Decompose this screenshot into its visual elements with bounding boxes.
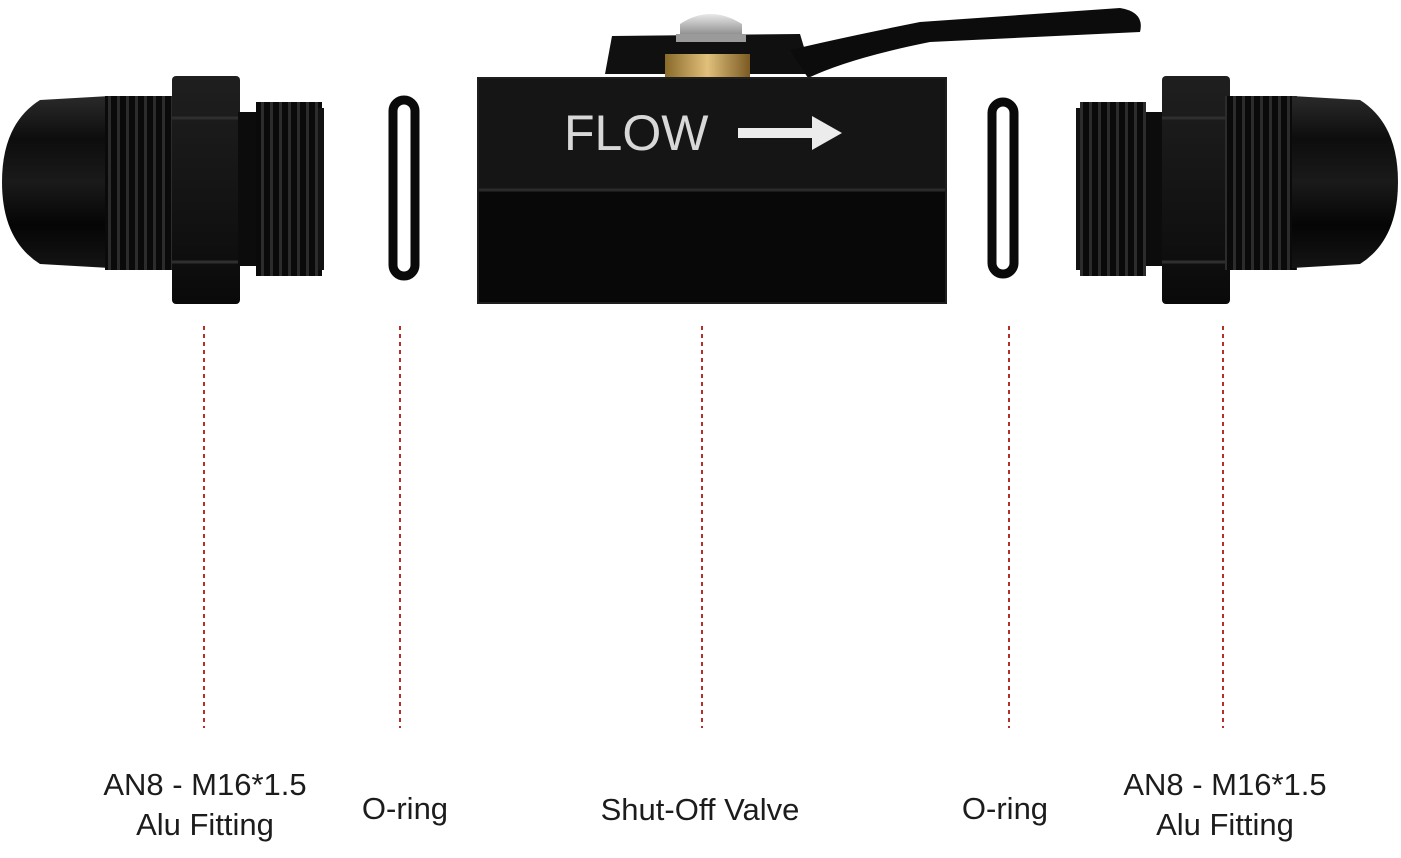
valve-handle [790,8,1141,78]
label-shut-off-valve: Shut-Off Valve [600,792,800,827]
label-right-o-ring: O-ring [961,791,1049,826]
shut-off-valve: FLOW [477,8,1141,304]
label-right-fitting: AN8 - M16*1.5 Alu Fitting [1075,765,1375,845]
right-fitting-hex-nut [1162,76,1230,304]
left-fitting-hex-nut [172,76,240,304]
right-alu-fitting [1076,76,1398,304]
valve-screw [680,14,742,36]
label-right-fitting-spec: AN8 - M16*1.5 [1123,767,1327,802]
leader-lines [203,326,1224,728]
left-alu-fitting [2,76,324,304]
left-fitting-an-thread [105,96,177,270]
label-left-o-ring: O-ring [361,791,449,826]
label-left-fitting-spec: AN8 - M16*1.5 [103,767,307,802]
right-fitting-cone [1292,96,1398,268]
right-o-ring [987,97,1019,279]
left-fitting-m16-thread [256,102,322,276]
flow-arrow-icon [738,116,842,150]
label-left-fitting-type: Alu Fitting [136,807,274,842]
label-right-fitting-type: Alu Fitting [1156,807,1294,842]
left-o-ring [388,95,420,281]
right-fitting-an-thread [1225,96,1297,270]
left-fitting-cone [2,96,110,268]
valve-flow-text: FLOW [564,105,709,161]
label-left-fitting: AN8 - M16*1.5 Alu Fitting [60,765,350,845]
right-fitting-m16-thread [1080,102,1146,276]
